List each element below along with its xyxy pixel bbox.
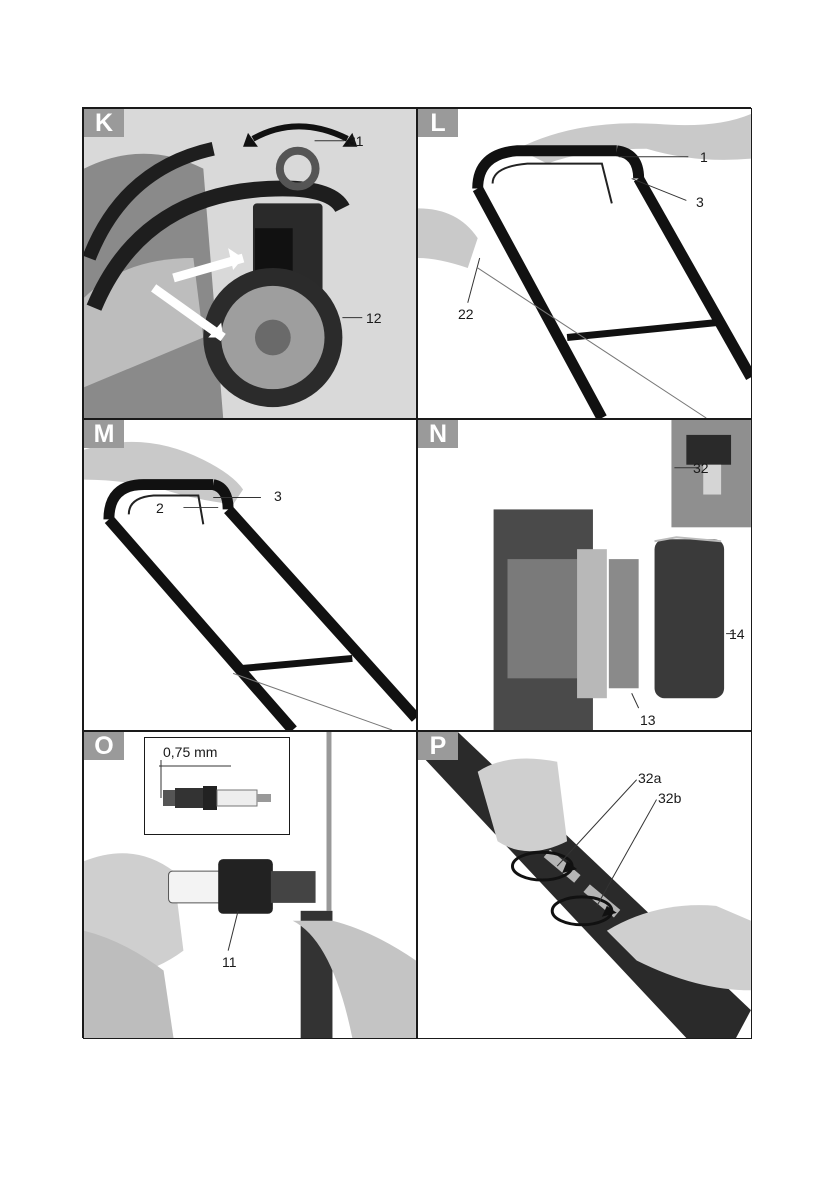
callout-32b: 32b xyxy=(658,790,681,806)
panel-k: K 31 12 xyxy=(83,108,417,419)
callout-14: 14 xyxy=(729,626,745,642)
panel-letter: M xyxy=(84,420,124,448)
panel-o: 0,75 mm O 11 xyxy=(83,731,417,1039)
callout-32: 32 xyxy=(693,460,709,476)
panel-letter: K xyxy=(84,109,124,137)
panel-p: P 32a 32b xyxy=(417,731,752,1039)
bowden-cable-adjust-illustration xyxy=(418,732,751,1038)
callout-3: 3 xyxy=(274,488,282,504)
callout-1: 1 xyxy=(700,149,708,165)
panel-n: N 32 14 13 xyxy=(417,419,752,731)
brake-lever-illustration xyxy=(84,420,416,730)
illustration-grid: K 31 12 L 1 3 22 xyxy=(82,107,751,1038)
callout-11: 11 xyxy=(222,954,237,970)
callout-12: 12 xyxy=(366,310,382,326)
callout-gap: 0,75 mm xyxy=(163,744,217,760)
callout-13: 13 xyxy=(640,712,656,728)
panel-letter: L xyxy=(418,109,458,137)
callout-31: 31 xyxy=(348,133,364,149)
panel-letter: N xyxy=(418,420,458,448)
panel-l: L 1 3 22 xyxy=(417,108,752,419)
callout-3: 3 xyxy=(696,194,704,210)
callout-32a: 32a xyxy=(638,770,661,786)
callout-2: 2 xyxy=(156,500,164,516)
panel-letter: P xyxy=(418,732,458,760)
panel-letter: O xyxy=(84,732,124,760)
wheel-height-adjust-illustration xyxy=(84,109,416,418)
spark-plug-gap-inset: 0,75 mm xyxy=(144,737,290,835)
panel-m: M 2 3 xyxy=(83,419,417,731)
callout-22: 22 xyxy=(458,306,474,322)
